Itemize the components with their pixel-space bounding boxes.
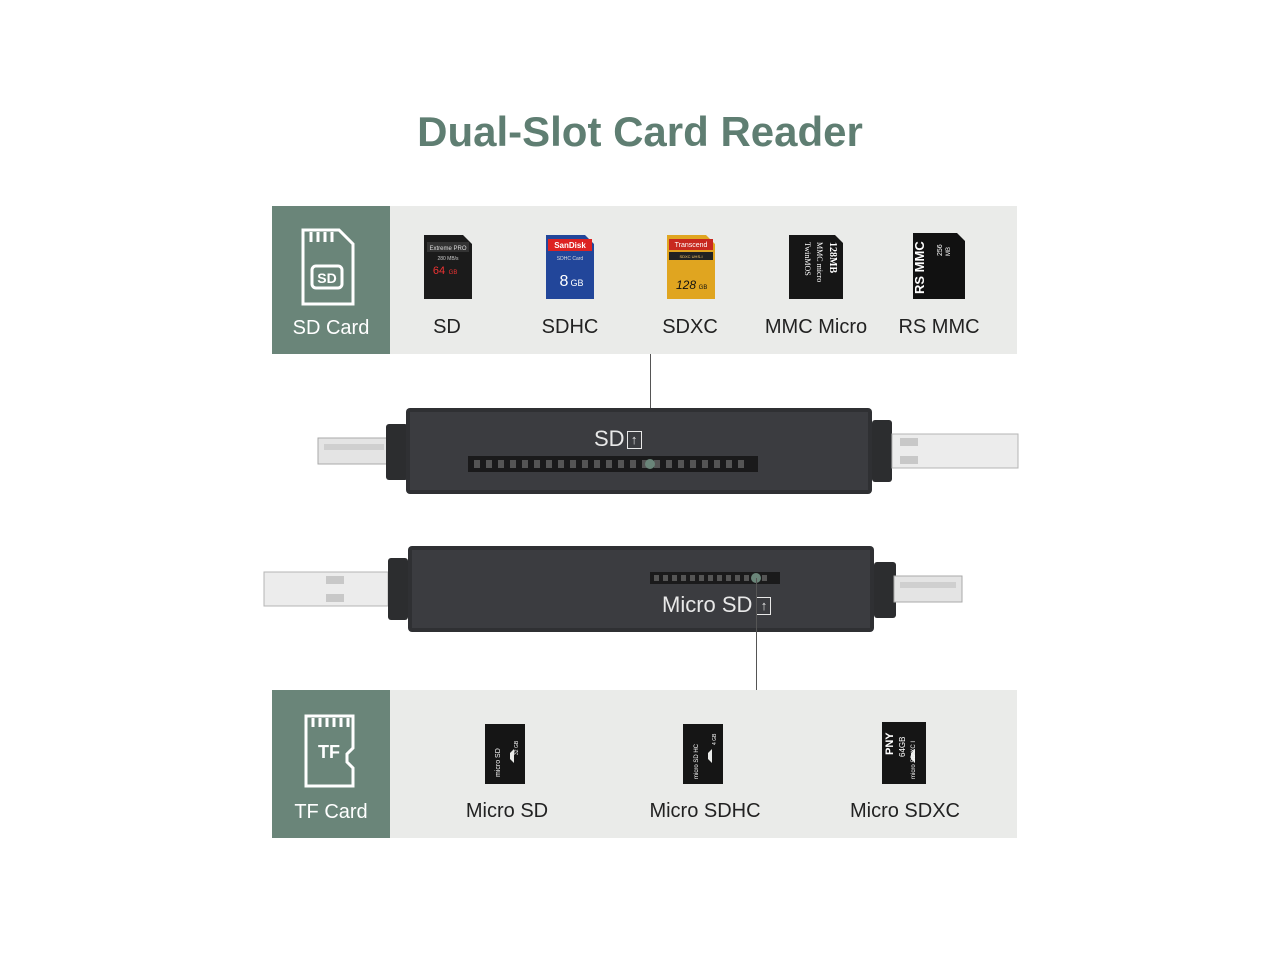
svg-text:GB: GB — [699, 285, 708, 291]
sd-card-band: SD SD Card Extreme PRO 280 MB/s 64 GB SD… — [272, 206, 1017, 354]
svg-text:SanDisk: SanDisk — [554, 241, 586, 250]
card-name-micro-sdxc: Micro SDXC — [849, 800, 960, 822]
sdxc-card-image: Transcend SDXC UHS-I 128 GB — [667, 235, 715, 299]
svg-text:8: 8 — [560, 273, 569, 290]
card-rs-mmc: RS MMC 256 MB RS MMC — [879, 206, 999, 354]
card-name-rs-mmc: RS MMC — [898, 316, 980, 338]
upload-arrow-icon: ↑ — [756, 597, 772, 616]
svg-text:RS MMC: RS MMC — [912, 241, 927, 294]
card-name-mmc-micro: MMC Micro — [764, 316, 868, 338]
tf-icon-text: TF — [318, 742, 340, 762]
slot-label-sd: SD↑ — [594, 426, 642, 452]
svg-text:Extreme PRO: Extreme PRO — [429, 246, 466, 252]
slot-label-sd-text: SD — [594, 426, 625, 451]
rs-mmc-card-image: RS MMC 256 MB — [912, 233, 965, 299]
tf-category-label: TF Card — [294, 801, 368, 823]
card-name-sdhc: SDHC — [541, 316, 599, 338]
svg-text:4 GB: 4 GB — [712, 733, 718, 745]
card-name-sdxc: SDXC — [662, 316, 718, 338]
svg-text:280 MB/s: 280 MB/s — [437, 256, 459, 262]
svg-text:micro SD: micro SD — [495, 748, 502, 777]
svg-text:SDHC Card: SDHC Card — [557, 256, 584, 262]
sd-card-image: Extreme PRO 280 MB/s 64 GB — [424, 235, 472, 299]
card-sdhc: SanDisk SDHC Card 8 GB SDHC — [510, 206, 630, 354]
tf-category-panel: TF TF Card — [272, 690, 390, 838]
card-name-sd: SD — [433, 316, 461, 338]
sd-icon-text: SD — [317, 270, 336, 286]
micro-sd-card-image: micro SD 32 GB — [485, 724, 525, 784]
card-reader-device-top: SD↑ — [316, 406, 1020, 496]
card-name-micro-sdhc: Micro SDHC — [649, 800, 761, 822]
micro-sdhc-card-image: micro SD HC 4 GB — [683, 724, 723, 784]
sd-category-label: SD Card — [292, 317, 370, 339]
slot-label-micro-sd-text: Micro SD — [662, 592, 753, 617]
svg-text:PNY: PNY — [884, 732, 896, 755]
mmc-micro-card-image: 128MB MMC micro TwinMOS — [789, 235, 843, 299]
svg-text:GB: GB — [570, 278, 583, 288]
svg-text:64: 64 — [433, 265, 445, 277]
tf-card-icon: TF — [304, 714, 355, 788]
svg-text:GB: GB — [449, 270, 458, 276]
card-name-micro-sd: Micro SD — [465, 800, 549, 822]
card-micro-sdxc: PNY 64GB micro SD XC I Micro SDXC — [845, 690, 965, 838]
sdhc-card-image: SanDisk SDHC Card 8 GB — [546, 235, 594, 299]
micro-sdxc-card-image: PNY 64GB micro SD XC I — [882, 722, 926, 784]
tf-slot-leader-line — [756, 578, 757, 690]
svg-text:micro SD XC I: micro SD XC I — [911, 741, 917, 779]
sd-card-icon: SD — [301, 228, 355, 306]
svg-text:TwinMOS: TwinMOS — [803, 242, 812, 276]
page-title: Dual-Slot Card Reader — [417, 108, 863, 155]
card-mmc-micro: 128MB MMC micro TwinMOS MMC Micro — [756, 206, 876, 354]
slot-label-micro-sd: Micro SD↑ — [662, 592, 772, 618]
svg-text:micro SD HC: micro SD HC — [694, 743, 700, 779]
svg-text:128: 128 — [676, 278, 696, 292]
card-reader-device-bottom: Micro SD↑ — [262, 544, 966, 634]
svg-text:64GB: 64GB — [898, 737, 907, 757]
svg-text:128MB: 128MB — [827, 242, 838, 273]
svg-text:MMC micro: MMC micro — [815, 242, 824, 282]
upload-arrow-icon: ↑ — [626, 431, 642, 450]
svg-text:SDXC UHS-I: SDXC UHS-I — [679, 254, 702, 259]
svg-text:32 GB: 32 GB — [514, 740, 520, 755]
svg-text:Transcend: Transcend — [675, 242, 708, 249]
card-sdxc: Transcend SDXC UHS-I 128 GB SDXC — [630, 206, 750, 354]
svg-text:256: 256 — [937, 244, 944, 256]
card-micro-sd: micro SD 32 GB Micro SD — [447, 690, 567, 838]
card-sd: Extreme PRO 280 MB/s 64 GB SD — [387, 206, 507, 354]
sd-category-panel: SD SD Card — [272, 206, 390, 354]
card-micro-sdhc: micro SD HC 4 GB Micro SDHC — [645, 690, 765, 838]
svg-text:MB: MB — [946, 247, 952, 256]
tf-card-band: TF TF Card micro SD 32 GB Micro SD micro… — [272, 690, 1017, 838]
